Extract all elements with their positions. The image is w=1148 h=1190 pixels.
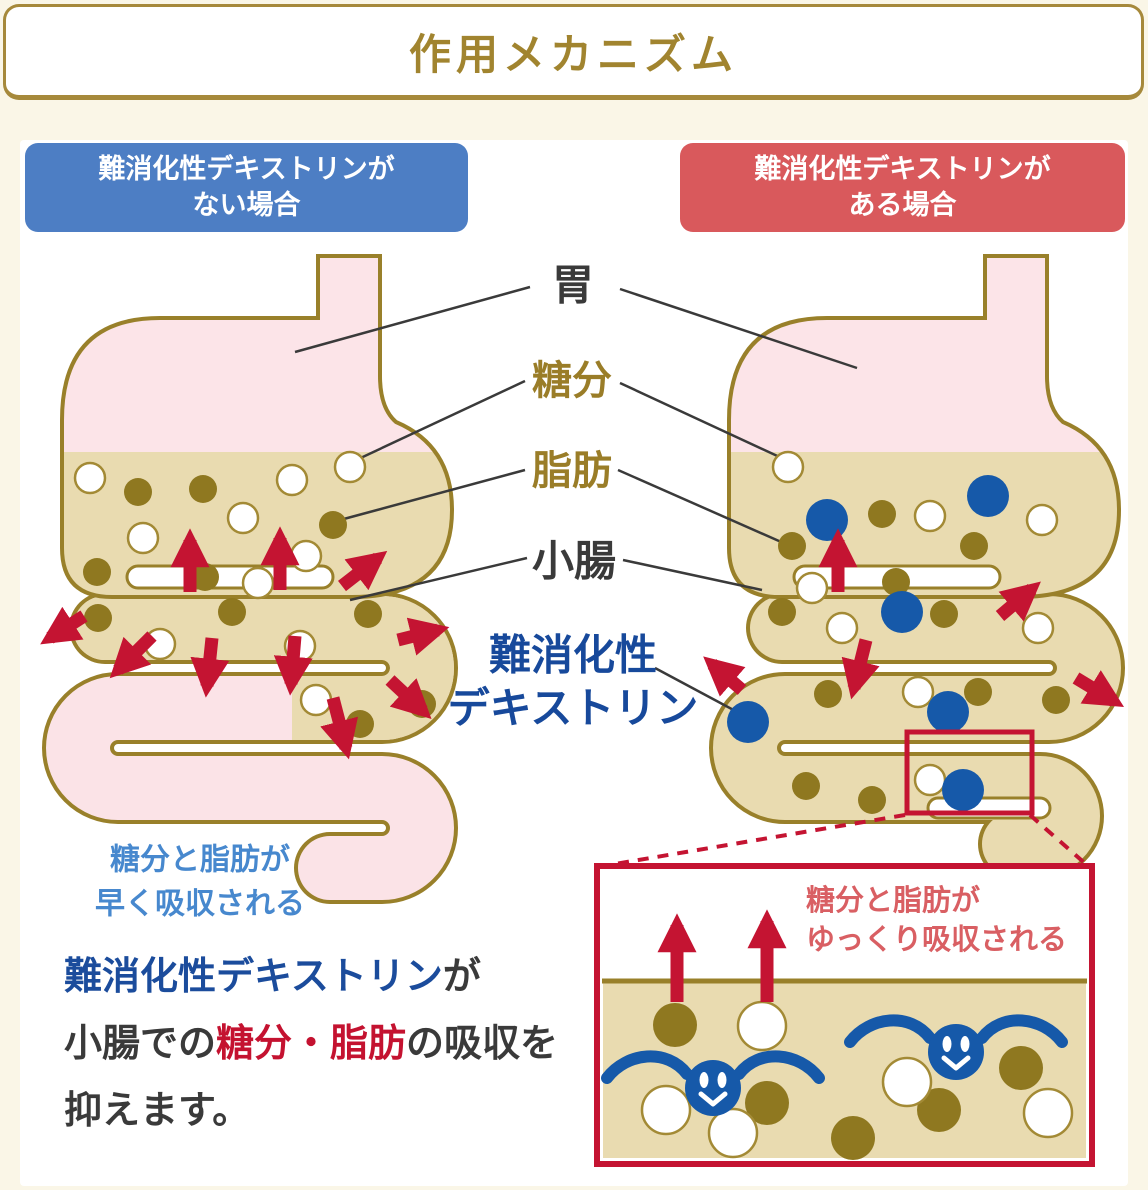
label-connector-lines bbox=[294, 285, 858, 716]
summary-ga: が bbox=[442, 956, 481, 998]
left-intestine bbox=[42, 592, 458, 904]
summary-suppress: 抑えます。 bbox=[64, 1090, 251, 1132]
summary-dextrin: 難消化性デキストリン bbox=[64, 956, 443, 998]
inset-nutrient-dots bbox=[640, 1000, 1074, 1160]
header-without-dextrin: 難消化性デキストリンが ない場合 bbox=[25, 143, 468, 232]
label-sugar: 糖分 bbox=[532, 359, 612, 403]
zoom-leader-dashes bbox=[602, 813, 1090, 868]
label-dextrin: 難消化性 デキストリン bbox=[447, 631, 699, 732]
header-with-dextrin: 難消化性デキストリンが ある場合 bbox=[680, 143, 1125, 232]
label-small-intestine: 小腸 bbox=[531, 537, 617, 585]
label-fat: 脂肪 bbox=[532, 449, 612, 493]
summary-intestine: 小腸での bbox=[64, 1023, 217, 1065]
caption-fast-absorption: 糖分と脂肪が 早く吸収される bbox=[95, 843, 305, 921]
caption-slow-absorption: 糖分と脂肪が ゆっくり吸収される bbox=[806, 885, 1068, 956]
left-stomach bbox=[60, 254, 455, 599]
summary-absorption: の吸収を bbox=[406, 1023, 559, 1065]
title-banner: 作用メカニズム bbox=[3, 4, 1144, 100]
page-title: 作用メカニズム bbox=[408, 30, 738, 78]
label-stomach: 胃 bbox=[551, 261, 595, 309]
summary-paragraph: 難消化性デキストリンが 小腸での糖分・脂肪の吸収を 抑えます。 bbox=[64, 944, 558, 1145]
zoom-highlight-rect bbox=[904, 729, 1035, 816]
summary-sugar-fat: 糖分・脂肪 bbox=[216, 1023, 407, 1065]
absorption-arrows bbox=[40, 526, 1125, 1002]
